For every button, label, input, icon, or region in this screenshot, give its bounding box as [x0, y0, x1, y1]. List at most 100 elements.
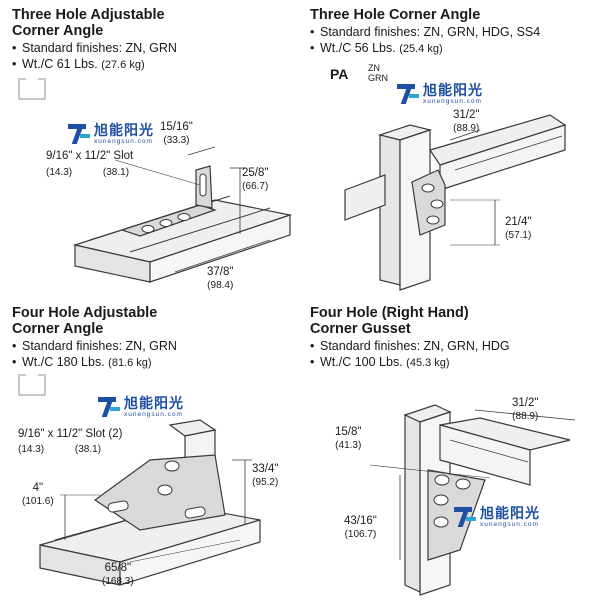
corner-angle-drawing [39, 419, 261, 586]
dim-4: 4" (101.6) [22, 482, 54, 508]
dim-slot: 9/16" x 11/2" Slot (2) [18, 428, 123, 441]
dim-slot-b: x 11/2" Slot [75, 150, 134, 162]
finishes-text: Standard finishes: ZN, GRN, HDG, SS4 [320, 25, 541, 39]
dim-imperial: 31/2" [512, 397, 539, 409]
panel-title: Three Hole Adjustable Corner Angle [12, 7, 165, 39]
dim-imperial: 37/8" [207, 266, 234, 278]
logo-mark-icon [395, 82, 421, 106]
finishes-spec: •Standard finishes: ZN, GRN [12, 339, 177, 353]
dim-metric: (88.9) [453, 123, 480, 134]
finishes-spec: •Standard finishes: ZN, GRN, HDG, SS4 [310, 25, 541, 39]
weight-metric: (27.6 kg) [101, 59, 145, 71]
panel-four-hole-adjustable: Four Hole Adjustable Corner Angle •Stand… [0, 300, 300, 600]
dim-metric: (57.1) [505, 230, 532, 241]
finishes-text: Standard finishes: ZN, GRN, HDG [320, 339, 510, 353]
weight-text: Wt./C 61 Lbs. [22, 57, 98, 71]
weight-metric: (45.3 kg) [406, 357, 450, 369]
dim-imperial: 4" [32, 482, 44, 494]
dim-slot-metric: (14.3) (38.1) [46, 166, 129, 179]
panel-three-hole-corner-angle: Three Hole Corner Angle •Standard finish… [300, 0, 600, 300]
watermark-logo: 旭能阳光 xunengsun.com [96, 395, 184, 419]
dim-slot-b: x 11/2" Slot (2) [47, 428, 123, 440]
dim-slot-met-b: (38.1) [74, 444, 102, 455]
dim-metric: (168.3) [102, 576, 134, 587]
channel-profile-icon [18, 374, 46, 396]
dim-slot-a: 9/16" [18, 428, 45, 440]
dim-metric: (88.9) [512, 411, 539, 422]
weight-metric: (81.6 kg) [108, 357, 152, 369]
dim-metric: (98.4) [207, 280, 234, 291]
panel-three-hole-adjustable: Three Hole Adjustable Corner Angle •Stan… [0, 0, 300, 300]
weight-spec: •Wt./C 100 Lbs. (45.3 kg) [310, 355, 450, 369]
watermark-en: xunengsun.com [94, 137, 153, 145]
dim-imperial: 43/16" [344, 515, 377, 527]
suffix-grn: GRN [368, 73, 388, 83]
watermark-cn: 旭能阳光 [124, 394, 184, 411]
suffix-zn: ZN [368, 63, 380, 73]
part-suffix: ZN GRN [368, 63, 388, 83]
watermark-logo: 旭能阳光 xunengsun.com [395, 82, 483, 106]
finishes-spec: •Standard finishes: ZN, GRN, HDG [310, 339, 510, 353]
dim-334: 33/4" (95.2) [252, 463, 278, 489]
corner-gusset-drawing [369, 404, 576, 596]
watermark-en: xunengsun.com [124, 410, 183, 418]
weight-spec: •Wt./C 180 Lbs. (81.6 kg) [12, 355, 152, 369]
dim-imperial: 15/16" [160, 121, 193, 133]
dim-slot-met-a: (14.3) [18, 444, 45, 455]
dim-imperial: 21/4" [505, 216, 532, 228]
panel-four-hole-corner-gusset: Four Hole (Right Hand) Corner Gusset •St… [300, 300, 600, 600]
dim-metric: (106.7) [344, 529, 377, 540]
dim-metric: (95.2) [252, 477, 279, 488]
weight-spec: •Wt./C 56 Lbs. (25.4 kg) [310, 41, 443, 55]
dim-slot-a: 9/16" [46, 150, 73, 162]
weight-text: Wt./C 56 Lbs. [320, 41, 396, 55]
logo-mark-icon [452, 505, 478, 529]
panel-title: Four Hole (Right Hand) Corner Gusset [310, 305, 469, 337]
title-line-1: Three Hole Corner Angle [310, 7, 481, 23]
dim-metric: (101.6) [22, 496, 54, 507]
dim-slot: 9/16" x 11/2" Slot [46, 150, 133, 163]
dim-imperial: 25/8" [242, 167, 269, 179]
title-line-1: Three Hole Adjustable [12, 7, 165, 23]
dim-slot-metric: (14.3) (38.1) [18, 443, 101, 456]
weight-text: Wt./C 180 Lbs. [22, 355, 105, 369]
title-line-2: Corner Angle [12, 321, 104, 337]
dim-312: 31/2" (88.9) [453, 109, 479, 135]
weight-spec: •Wt./C 61 Lbs. (27.6 kg) [12, 57, 145, 71]
channel-profile-icon [18, 78, 46, 100]
watermark-logo: 旭能阳光 xunengsun.com [66, 122, 154, 146]
watermark-logo: 旭能阳光 xunengsun.com [452, 505, 540, 529]
logo-mark-icon [66, 122, 92, 146]
dim-metric: (41.3) [335, 440, 362, 451]
weight-text: Wt./C 100 Lbs. [320, 355, 403, 369]
watermark-en: xunengsun.com [480, 520, 539, 528]
watermark-cn: 旭能阳光 [94, 121, 154, 138]
title-line-1: Four Hole Adjustable [12, 305, 158, 321]
dim-1516: 15/16" (33.3) [160, 121, 193, 147]
dim-4316: 43/16" (106.7) [344, 515, 377, 541]
watermark-cn: 旭能阳光 [423, 81, 483, 98]
corner-angle-drawing [344, 114, 567, 291]
dim-158: 15/8" (41.3) [335, 426, 361, 452]
dim-metric: (66.7) [242, 181, 269, 192]
dim-imperial: 65/8" [104, 562, 132, 574]
dim-metric: (33.3) [163, 135, 190, 146]
finishes-text: Standard finishes: ZN, GRN [22, 339, 177, 353]
title-line-2: Corner Gusset [310, 321, 411, 337]
finishes-text: Standard finishes: ZN, GRN [22, 41, 177, 55]
dim-slot-met-a: (14.3) [46, 167, 73, 178]
part-number: PA [330, 66, 349, 82]
weight-metric: (25.4 kg) [399, 43, 443, 55]
dim-slot-met-b: (38.1) [102, 167, 130, 178]
title-line-2: Corner Angle [12, 23, 104, 39]
watermark-en: xunengsun.com [423, 97, 482, 105]
dim-378: 37/8" (98.4) [207, 266, 233, 292]
corner-angle-drawing [72, 146, 293, 283]
dim-258: 25/8" (66.7) [242, 167, 268, 193]
logo-mark-icon [96, 395, 122, 419]
dim-imperial: 33/4" [252, 463, 279, 475]
dim-658: 65/8" (168.3) [102, 562, 134, 588]
dim-imperial: 31/2" [453, 109, 480, 121]
dim-214: 21/4" (57.1) [505, 216, 531, 242]
watermark-cn: 旭能阳光 [480, 504, 540, 521]
